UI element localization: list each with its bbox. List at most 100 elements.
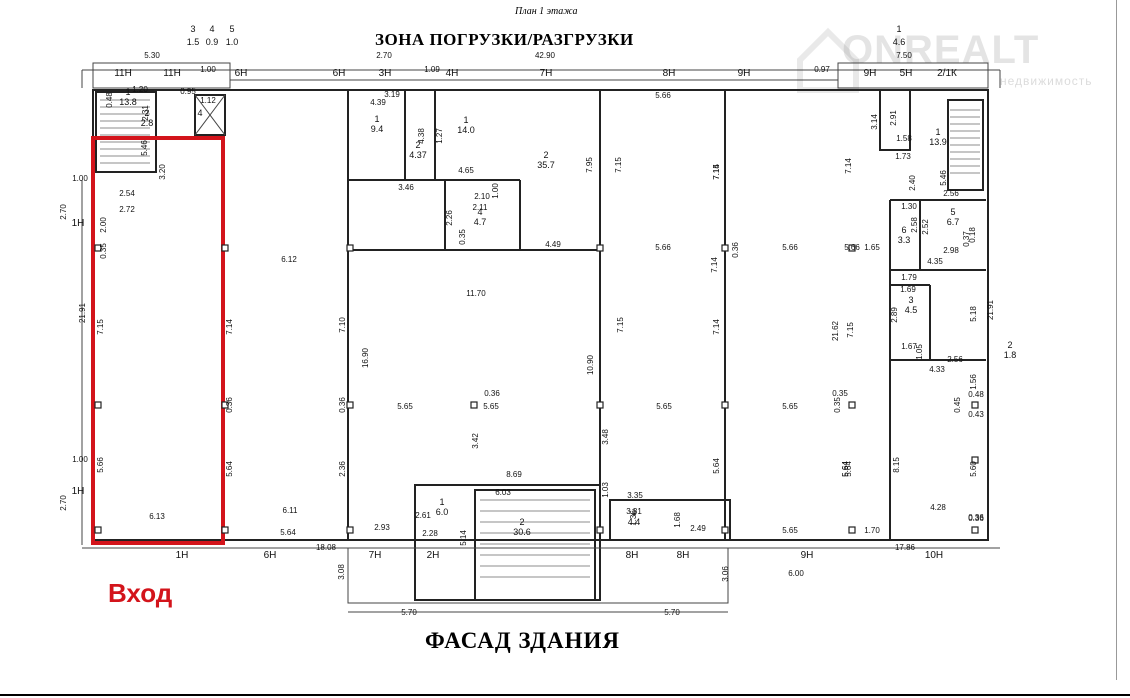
room-number: 2 bbox=[543, 150, 548, 160]
dimension-label: 5.64 bbox=[841, 461, 850, 477]
room-area: 4.4 bbox=[628, 517, 641, 527]
shaft-box bbox=[194, 94, 226, 136]
highlight-unit bbox=[91, 136, 225, 545]
watermark-logo bbox=[797, 27, 859, 93]
room-area: 6.7 bbox=[947, 217, 960, 227]
room-number: 6 bbox=[901, 225, 906, 235]
axis-label-top: 3Н bbox=[379, 68, 392, 79]
shaft-cross bbox=[194, 94, 226, 136]
dimension-label: 5.70 bbox=[401, 608, 417, 617]
dimension-label: 7.15 bbox=[712, 164, 721, 180]
column bbox=[596, 526, 604, 534]
room-area: 1.8 bbox=[1004, 350, 1017, 360]
room-area: 35.7 bbox=[537, 160, 555, 170]
room-area: 4.7 bbox=[474, 217, 487, 227]
dimension-label: 0.35 bbox=[99, 243, 108, 259]
dimension-label: 2.40 bbox=[908, 175, 917, 191]
column bbox=[848, 401, 856, 409]
column-height-value: 0.9 bbox=[206, 37, 219, 47]
dimension-label: 6.11 bbox=[283, 506, 299, 515]
room-area: 9.4 bbox=[371, 124, 384, 134]
column bbox=[596, 401, 604, 409]
bottom-rule bbox=[0, 694, 1130, 696]
dimension-label: 0.36 bbox=[484, 389, 500, 398]
column bbox=[971, 401, 979, 409]
column bbox=[94, 526, 102, 534]
axis-label-top: 8Н bbox=[663, 68, 676, 79]
dimension-label: 1.00 bbox=[72, 455, 88, 464]
watermark-sub: недвижимость bbox=[1000, 74, 1093, 88]
loading-platform-left bbox=[92, 62, 231, 89]
axis-label-left: 1Н bbox=[72, 218, 85, 229]
axis-label-bottom: 2Н bbox=[427, 550, 440, 561]
stair-left bbox=[95, 91, 157, 173]
dimension-label: 5.46 bbox=[939, 170, 948, 186]
column bbox=[346, 244, 354, 252]
dimension-label: 1.67 bbox=[901, 342, 917, 351]
dimension-label: 5.65 bbox=[782, 526, 798, 535]
dimension-label: 1.58 bbox=[896, 134, 912, 143]
dimension-label: 5.66 bbox=[782, 243, 798, 252]
column bbox=[94, 244, 102, 252]
facade-label: ФАСАД ЗДАНИЯ bbox=[425, 628, 620, 653]
loading-platform-right bbox=[837, 62, 989, 89]
dimension-label: 8.69 bbox=[506, 470, 522, 479]
dimension-label: 2.00 bbox=[99, 217, 108, 233]
axis-label-top: 11Н bbox=[114, 68, 132, 79]
stair-bottom bbox=[474, 489, 596, 601]
dimension-label: 7.14 bbox=[712, 164, 721, 180]
dimension-label: 10.90 bbox=[586, 354, 595, 375]
entrance-label: Вход bbox=[108, 578, 173, 608]
dimension-label: 3.31 bbox=[626, 507, 642, 516]
room-number: 3 bbox=[908, 295, 913, 305]
room-area: 4.5 bbox=[905, 305, 918, 315]
dimension-label: 5.66 bbox=[96, 457, 105, 473]
dimension-label: 21.91 bbox=[986, 299, 995, 320]
dimension-label: 5.64 bbox=[841, 461, 850, 477]
dimension-label: 5.66 bbox=[655, 91, 671, 100]
axis-label-bottom: 6Н bbox=[264, 550, 277, 561]
column-height-value: 1.5 bbox=[187, 37, 200, 47]
column bbox=[94, 401, 102, 409]
room-area: 3.3 bbox=[898, 235, 911, 245]
column bbox=[721, 401, 729, 409]
dimension-label: 0.48 bbox=[105, 92, 114, 108]
dimension-label: 3.19 bbox=[384, 90, 400, 99]
dimension-label: 2.56 bbox=[947, 355, 963, 364]
axis-label-top: 11Н bbox=[163, 68, 181, 79]
dimension-label: 0.36 bbox=[731, 242, 740, 258]
axis-label-top: 2/1К bbox=[937, 68, 957, 79]
axis-label-bottom: 8Н bbox=[677, 550, 690, 561]
column bbox=[848, 244, 856, 252]
dimension-label: 7.15 bbox=[614, 157, 623, 173]
dimension-label: 5.30 bbox=[144, 51, 160, 60]
axis-label-left: 1Н bbox=[72, 486, 85, 497]
dimension-label: 5.66 bbox=[844, 243, 860, 252]
dimension-label: 5.46 bbox=[140, 140, 149, 156]
dimension-label: 5.65 bbox=[656, 402, 672, 411]
dimension-label: 5.66 bbox=[655, 243, 671, 252]
dimension-label: 0.97 bbox=[814, 65, 830, 74]
dimension-label: 7.14 bbox=[225, 319, 234, 335]
dimension-label: 3.35 bbox=[627, 491, 643, 500]
dimension-label: 1.56 bbox=[969, 374, 978, 390]
dimension-label: 2.28 bbox=[422, 529, 438, 538]
room-number: 1 bbox=[935, 127, 940, 137]
dimension-label: 1.00 bbox=[200, 65, 216, 74]
dimension-label: 3.06 bbox=[721, 566, 730, 582]
column bbox=[346, 526, 354, 534]
column bbox=[596, 244, 604, 252]
dimension-label: 2.31 bbox=[141, 105, 150, 121]
dimension-label: 2.70 bbox=[376, 51, 392, 60]
dimension-label: 0.95 bbox=[180, 87, 196, 96]
loading-zone-label: ЗОНА ПОГРУЗКИ/РАЗГРУЗКИ bbox=[375, 30, 634, 49]
dimension-label: 4.35 bbox=[927, 257, 943, 266]
dimension-label: 3.08 bbox=[337, 564, 346, 580]
room-number: 1 bbox=[374, 114, 379, 124]
column bbox=[470, 401, 478, 409]
column bbox=[971, 456, 979, 464]
room-area: 13.9 bbox=[929, 137, 947, 147]
dimension-label: 2.36 bbox=[338, 461, 347, 477]
dimension-label: 1.12 bbox=[200, 96, 216, 105]
dimension-label: 1.03 bbox=[601, 482, 610, 498]
